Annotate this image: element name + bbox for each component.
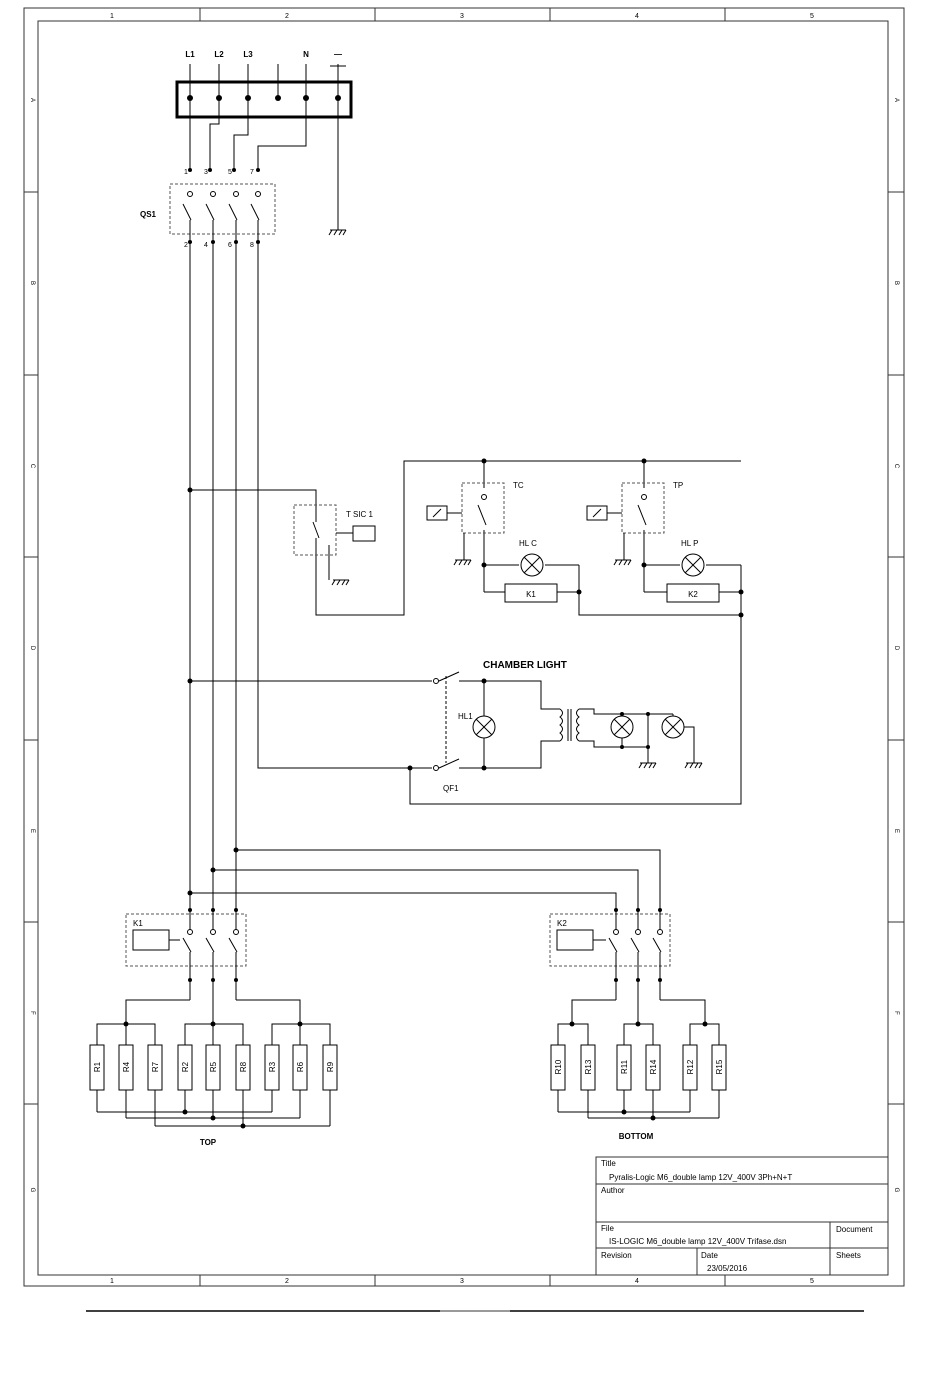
resistor-bank-bottom: R10 R13 R11 R14 R12 R15 BOTTOM — [550, 980, 727, 1141]
chamber-light-circuit: CHAMBER LIGHT — [190, 660, 703, 793]
sheets-label: Sheets — [836, 1251, 861, 1260]
tc-label: TC — [513, 481, 524, 490]
earth-symbol — [328, 229, 347, 236]
supply-terminal-block: L1 L2 L3 N — — [175, 50, 353, 236]
resistor-bank-top: R1 R4 R7 R2 R5 R8 R3 R6 R9 TOP — [89, 980, 338, 1147]
lamp-hlc: HL C — [519, 539, 544, 577]
col-label-top: 3 — [460, 13, 464, 20]
row-label-right: B — [893, 281, 899, 285]
qs1-pin: 2 — [184, 242, 188, 249]
tp-label: TP — [673, 481, 683, 490]
resistor-label: R4 — [122, 1061, 131, 1072]
row-label-left: C — [29, 464, 35, 469]
contactor-k2: K2 — [549, 910, 671, 1000]
terminal-label-l1: L1 — [185, 50, 195, 59]
row-label-right: C — [893, 464, 899, 469]
qs1-pin: 3 — [204, 169, 208, 176]
qf1-label: QF1 — [443, 784, 459, 793]
col-label-top: 1 — [110, 13, 114, 20]
terminal-label-l2: L2 — [214, 50, 224, 59]
col-label-bottom: 4 — [635, 1278, 639, 1285]
k2-coil-label: K2 — [688, 590, 698, 599]
k1-contactor-label: K1 — [133, 919, 143, 928]
thermostat-tc: TC — [426, 481, 524, 566]
resistor-label: R8 — [239, 1061, 248, 1072]
revision-label: Revision — [601, 1251, 632, 1260]
resistor-label: R1 — [93, 1061, 102, 1072]
title-block: Title Pyralis-Logic M6_double lamp 12V_4… — [595, 1156, 889, 1276]
file-label: File — [601, 1224, 614, 1233]
document-label: Document — [836, 1225, 873, 1234]
row-label-left: A — [29, 98, 35, 102]
chamber-light-title: CHAMBER LIGHT — [483, 660, 567, 671]
qs1-pin: 4 — [204, 242, 208, 249]
bottom-bank-label: BOTTOM — [619, 1132, 654, 1141]
resistor-label: R5 — [209, 1061, 218, 1072]
row-label-left: D — [29, 646, 35, 651]
row-label-right: F — [893, 1011, 899, 1015]
resistor-label: R11 — [620, 1059, 629, 1074]
drawing-frame: 1 2 3 4 5 1 2 3 4 5 A B C D E F G A B C … — [23, 7, 905, 1287]
resistor-label: R15 — [715, 1059, 724, 1074]
row-label-right: G — [893, 1188, 899, 1193]
hlc-label: HL C — [519, 539, 537, 548]
author-label: Author — [601, 1186, 625, 1195]
hlp-label: HL P — [681, 539, 699, 548]
col-label-bottom: 2 — [285, 1278, 289, 1285]
col-label-bottom: 5 — [810, 1278, 814, 1285]
col-label-top: 4 — [635, 13, 639, 20]
k1-coil-label: K1 — [526, 590, 536, 599]
resistor-label: R14 — [649, 1059, 658, 1074]
qs1-pin: 7 — [250, 169, 254, 176]
terminal-label-l3: L3 — [243, 50, 253, 59]
title-value: Pyralis-Logic M6_double lamp 12V_400V 3P… — [609, 1173, 792, 1182]
date-label: Date — [701, 1251, 718, 1260]
col-label-bottom: 1 — [110, 1278, 114, 1285]
file-value: IS-LOGIC M6_double lamp 12V_400V Trifase… — [609, 1237, 786, 1246]
resistor-label: R3 — [268, 1061, 277, 1072]
row-label-left: E — [29, 829, 35, 833]
main-switch-qs1: QS1 1 3 5 7 2 4 6 8 — [140, 168, 276, 249]
top-bank-label: TOP — [200, 1138, 217, 1147]
qs1-pin: 1 — [184, 169, 188, 176]
row-label-left: B — [29, 281, 35, 285]
safety-thermostat-tsic1: T SIC 1 — [293, 504, 376, 586]
contactor-k1: K1 — [125, 910, 247, 1000]
feeder-wires — [189, 242, 410, 910]
resistor-label: R12 — [686, 1059, 695, 1074]
hl1-label: HL1 — [458, 712, 473, 721]
qs1-pin: 5 — [228, 169, 232, 176]
coil-k1: K1 — [504, 583, 558, 603]
thermostat-tp: TP — [586, 481, 683, 566]
row-label-left: F — [29, 1011, 35, 1015]
lamp-hlp: HL P — [681, 539, 705, 577]
terminal-label-n: N — [303, 50, 309, 59]
tsic-label: T SIC 1 — [346, 510, 374, 519]
qs1-pin: 8 — [250, 242, 254, 249]
col-label-bottom: 3 — [460, 1278, 464, 1285]
resistor-label: R13 — [584, 1059, 593, 1074]
control-circuit: T SIC 1 TC — [187, 458, 744, 805]
date-value: 23/05/2016 — [707, 1264, 748, 1273]
row-label-right: E — [893, 829, 899, 833]
resistor-label: R10 — [554, 1059, 563, 1074]
col-label-top: 5 — [810, 13, 814, 20]
row-label-right: D — [893, 646, 899, 651]
coil-k2: K2 — [666, 583, 720, 603]
row-label-right: A — [893, 98, 899, 102]
terminal-label-earth: — — [334, 50, 342, 59]
qs1-label: QS1 — [140, 210, 157, 219]
col-label-top: 2 — [285, 13, 289, 20]
resistor-label: R2 — [181, 1061, 190, 1072]
title-label: Title — [601, 1159, 616, 1168]
terminal-dots — [187, 95, 341, 101]
row-label-left: G — [29, 1188, 35, 1193]
resistor-label: R7 — [151, 1061, 160, 1072]
resistor-label: R6 — [296, 1061, 305, 1072]
k2-feed-wires — [190, 849, 661, 910]
qs1-pin: 6 — [228, 242, 232, 249]
k2-contactor-label: K2 — [557, 919, 567, 928]
resistor-label: R9 — [326, 1061, 335, 1072]
